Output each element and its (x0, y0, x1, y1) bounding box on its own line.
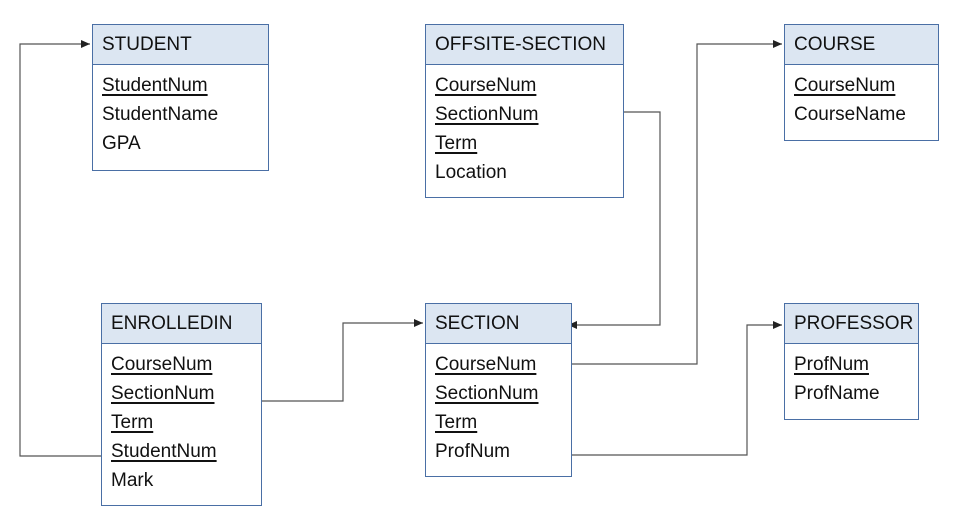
field-student-studentname: StudentName (102, 104, 219, 125)
field-offsite-term: Term (435, 133, 478, 154)
connector-enrolledin-section (261, 319, 423, 402)
table-offsite-section-title: OFFSITE-SECTION (426, 25, 623, 65)
table-student: STUDENT StudentNum StudentName GPA (92, 24, 269, 171)
table-professor-title: PROFESSOR (785, 304, 918, 344)
field-student-studentnum: StudentNum (102, 75, 208, 96)
field-enrolledin-coursenum: CourseNum (111, 354, 213, 375)
field-enrolledin-sectionnum: SectionNum (111, 383, 215, 404)
connector-section-professor (572, 321, 782, 456)
field-section-sectionnum: SectionNum (435, 383, 539, 404)
field-offsite-location: Location (435, 162, 507, 183)
connector-enrolledin-student (19, 40, 101, 457)
table-offsite-section: OFFSITE-SECTION CourseNum SectionNum Ter… (425, 24, 624, 198)
table-course: COURSE CourseNum CourseName (784, 24, 939, 141)
field-enrolledin-mark: Mark (111, 470, 154, 491)
field-offsite-coursenum: CourseNum (435, 75, 537, 96)
field-course-coursenum: CourseNum (794, 75, 896, 96)
field-section-profnum: ProfNum (435, 441, 510, 462)
field-section-coursenum: CourseNum (435, 354, 537, 375)
table-section: SECTION CourseNum SectionNum Term ProfNu… (425, 303, 572, 477)
field-offsite-sectionnum: SectionNum (435, 104, 539, 125)
field-student-gpa: GPA (102, 133, 141, 154)
table-professor: PROFESSOR ProfNum ProfName (784, 303, 919, 420)
connector-section-course (572, 40, 782, 365)
table-enrolledin-title: ENROLLEDIN (102, 304, 261, 344)
field-course-coursename: CourseName (794, 104, 906, 125)
connector-offsite-section (568, 111, 661, 329)
field-professor-profname: ProfName (794, 383, 880, 404)
table-section-title: SECTION (426, 304, 571, 344)
table-enrolledin: ENROLLEDIN CourseNum SectionNum Term Stu… (101, 303, 262, 506)
field-enrolledin-studentnum: StudentNum (111, 441, 217, 462)
table-course-title: COURSE (785, 25, 938, 65)
field-professor-profnum: ProfNum (794, 354, 869, 375)
field-enrolledin-term: Term (111, 412, 154, 433)
field-section-term: Term (435, 412, 478, 433)
table-student-title: STUDENT (93, 25, 268, 65)
